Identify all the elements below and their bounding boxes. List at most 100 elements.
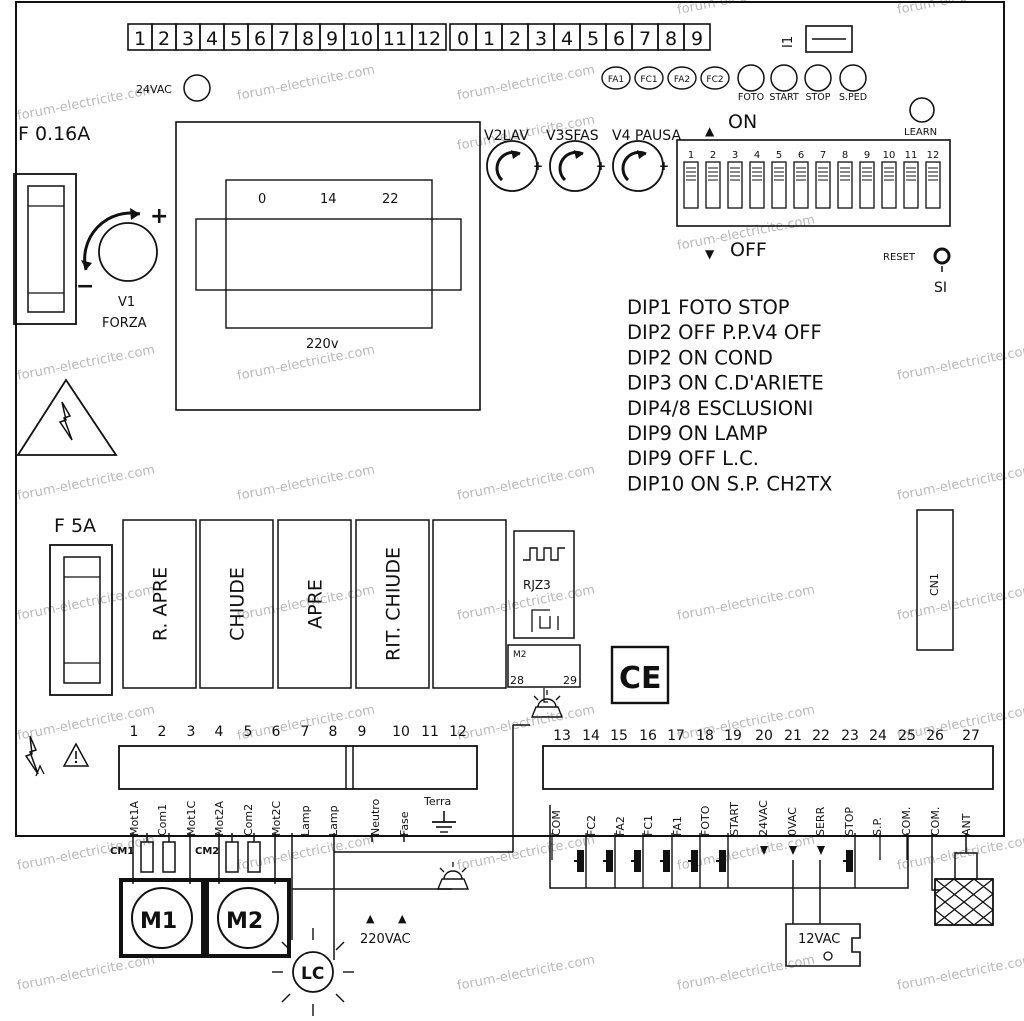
dip-number: 11 [905, 150, 918, 161]
board-outline [15, 1, 1005, 837]
ce-mark-text: CE [619, 661, 662, 696]
supply-label: 220VAC [360, 932, 411, 947]
trimmer-arrow [558, 150, 584, 182]
dip-switch[interactable] [793, 161, 809, 209]
left-terminal-label: Lamp [327, 805, 340, 836]
left-terminal-number: 7 [301, 724, 310, 740]
watermark-text: forum-electricite.com [676, 582, 816, 623]
i1-jumper: I1 [781, 25, 853, 53]
right-terminal-number: 16 [639, 728, 657, 744]
top-connector-pin: 4 [206, 28, 218, 50]
led-24vac: 24VAC [136, 74, 211, 102]
watermark-text: forum-electricite.com [456, 62, 596, 103]
top-connector-pin: 2 [509, 28, 521, 50]
relay [432, 519, 507, 689]
onboard-button[interactable] [839, 64, 867, 92]
dip-switch[interactable] [771, 161, 787, 209]
top-connector-pin: 4 [561, 28, 573, 50]
motor-m2-label: M2 [226, 909, 263, 934]
right-terminal-number: 23 [841, 728, 859, 744]
dip-note: DIP9 OFF L.C. [627, 447, 759, 470]
dip-number: 9 [864, 150, 870, 161]
right-terminal-label: COM [550, 810, 563, 836]
transformer-primary-label: 220v [306, 337, 339, 352]
dip-switch[interactable] [683, 161, 699, 209]
cm2-label: CM2 [195, 846, 219, 857]
fuse-5a [49, 544, 113, 696]
relay [277, 519, 352, 689]
right-terminal-number: 13 [553, 728, 571, 744]
dip-note: DIP1 FOTO STOP [627, 296, 790, 319]
right-terminal-number: 18 [696, 728, 714, 744]
watermark-text: forum-electricite.com [456, 832, 596, 873]
dip-on-arrow: ▲ [705, 124, 715, 138]
dip-switch[interactable] [749, 161, 765, 209]
dip-number: 1 [688, 150, 694, 161]
onboard-button[interactable] [770, 64, 798, 92]
right-terminal-number: 24 [869, 728, 887, 744]
fuse2-label: F 5A [54, 515, 96, 537]
dip-switch[interactable] [705, 161, 721, 209]
nc-contact-icon [716, 833, 729, 888]
trimmer-label: V3SFAS [546, 128, 599, 144]
v1-force-trimmer[interactable]: + − V1 FORZA [76, 204, 168, 331]
dip-switch[interactable] [815, 161, 831, 209]
left-terminal-number: 10 [392, 724, 410, 740]
left-terminal-label: Com2 [242, 804, 255, 836]
plus-sign: + [150, 204, 168, 229]
right-terminal-number: 27 [962, 728, 980, 744]
dip-switch[interactable] [925, 161, 941, 209]
relay-label: CHIUDE [227, 567, 249, 641]
dip-note: DIP10 ON S.P. CH2TX [627, 472, 832, 495]
warning-triangle-icon [16, 378, 118, 456]
nc-contact-icon [688, 833, 701, 888]
right-terminal-number: 26 [926, 728, 944, 744]
right-terminal-label: FA2 [614, 816, 627, 836]
top-connector-pin: 7 [639, 28, 651, 50]
dip-off-arrow: ▼ [705, 247, 715, 261]
watermark-text: forum-electricite.com [16, 342, 156, 383]
dip-switch[interactable] [837, 161, 853, 209]
status-led [634, 66, 664, 90]
onboard-button[interactable] [737, 64, 765, 92]
ground-icon [432, 811, 456, 833]
top-connector-pin: 9 [691, 28, 703, 50]
cn1-label: CN1 [928, 573, 941, 596]
nc-contact-icon [660, 833, 673, 888]
lightning-icon [24, 735, 45, 777]
down-arrow-icon [789, 846, 797, 855]
learn-button[interactable]: LEARN [904, 97, 937, 138]
si-label: SI [934, 280, 947, 296]
relay [355, 519, 430, 689]
trimmer-arrow-head [511, 150, 520, 159]
learn-label: LEARN [904, 127, 937, 138]
onboard-button[interactable] [804, 64, 832, 92]
svg-text:▲: ▲ [366, 912, 375, 925]
dip-switch[interactable] [859, 161, 875, 209]
watermark-text: forum-electricite.com [456, 952, 596, 993]
dip-switch[interactable] [727, 161, 743, 209]
top-connector-pin: 6 [254, 28, 266, 50]
trimmer-knob[interactable] [486, 140, 538, 192]
top-connector-pin: 11 [383, 28, 407, 50]
dip-number: 2 [710, 150, 716, 161]
left-terminal-label: Mot2A [213, 800, 226, 836]
watermark-text: forum-electricite.com [236, 462, 376, 503]
trimmer-knob[interactable] [612, 140, 664, 192]
top-connector-pin: 2 [158, 28, 170, 50]
status-led [667, 66, 697, 90]
left-terminal-label: Fase [398, 811, 411, 836]
board-lamp-icon [436, 862, 470, 890]
dip-switch[interactable] [903, 161, 919, 209]
dip-switch[interactable] [881, 161, 897, 209]
dip-on-label: ON [728, 111, 757, 133]
down-arrow-icon [817, 846, 825, 855]
top-connector-pin: 8 [665, 28, 677, 50]
left-terminal-number: 11 [421, 724, 439, 740]
m2-connector: M2 28 29 [507, 644, 581, 688]
trimmer-knob[interactable] [549, 140, 601, 192]
relay [199, 519, 274, 689]
left-terminal-label: Mot1C [185, 800, 198, 836]
